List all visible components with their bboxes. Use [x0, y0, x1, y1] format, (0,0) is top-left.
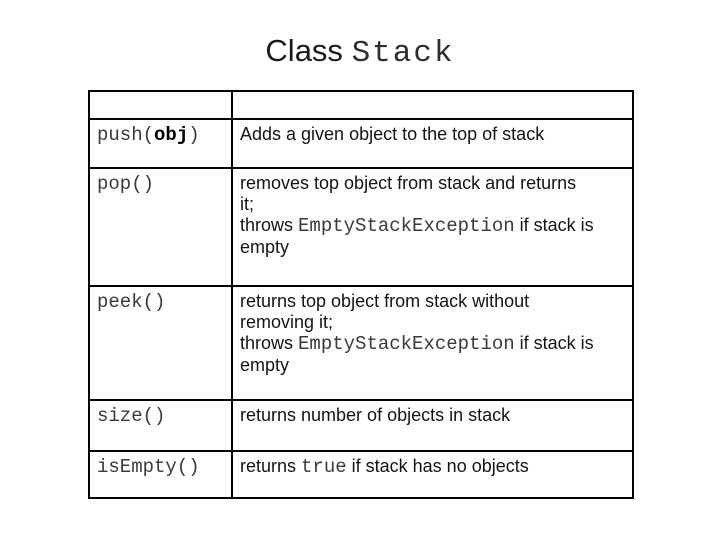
table-row-push: push(obj) Adds a given object to the top…	[88, 118, 634, 169]
method-header-cell	[88, 90, 233, 120]
table-row-size: size() returns number of objects in stac…	[88, 399, 634, 452]
title-code-text: Stack	[351, 36, 455, 71]
table-row-peek: peek() returns top object from stack wit…	[88, 285, 634, 401]
code-text: EmptyStackException	[298, 215, 515, 237]
code-text: )	[188, 124, 200, 146]
description-cell: returns number of objects in stack	[231, 399, 634, 452]
description-cell: removes top object from stack and return…	[231, 167, 634, 287]
method-cell: peek()	[88, 285, 233, 401]
plain-text: returns top object from stack without re…	[240, 291, 530, 353]
method-cell: push(obj)	[88, 118, 233, 169]
method-cell: size()	[88, 399, 233, 452]
description-cell: returns top object from stack without re…	[231, 285, 634, 401]
code-text: push(	[97, 124, 155, 146]
title-text: Class	[265, 33, 343, 68]
code-text: EmptyStackException	[298, 333, 515, 355]
plain-text: returns	[240, 456, 302, 476]
methods-table: push(obj) Adds a given object to the top…	[88, 90, 634, 499]
table-row-isEmpty: isEmpty() returns true if stack has no o…	[88, 450, 634, 499]
code-text: pop()	[97, 173, 155, 195]
plain-text: Adds a given object to the top of stack	[240, 124, 545, 144]
plain-text: if stack is empty	[240, 215, 594, 257]
description-header-cell	[231, 90, 634, 120]
code-text: size()	[97, 405, 166, 427]
plain-text: if stack has no objects	[346, 456, 529, 476]
slide-title: Class Stack	[0, 33, 720, 72]
code-text: peek()	[97, 291, 166, 313]
plain-text: removes top object from stack and return…	[240, 173, 577, 235]
method-cell: isEmpty()	[88, 450, 233, 499]
description-cell: returns true if stack has no objects	[231, 450, 634, 499]
code-text: true	[301, 456, 347, 478]
code-text: isEmpty()	[97, 456, 200, 478]
table-row-pop: pop() removes top object from stack and …	[88, 167, 634, 287]
table-header-row	[88, 90, 634, 120]
method-cell: pop()	[88, 167, 233, 287]
description-cell: Adds a given object to the top of stack	[231, 118, 634, 169]
plain-text: returns number of objects in stack	[240, 405, 511, 425]
plain-text: if stack is empty	[240, 333, 594, 375]
code-text: obj	[154, 124, 189, 146]
